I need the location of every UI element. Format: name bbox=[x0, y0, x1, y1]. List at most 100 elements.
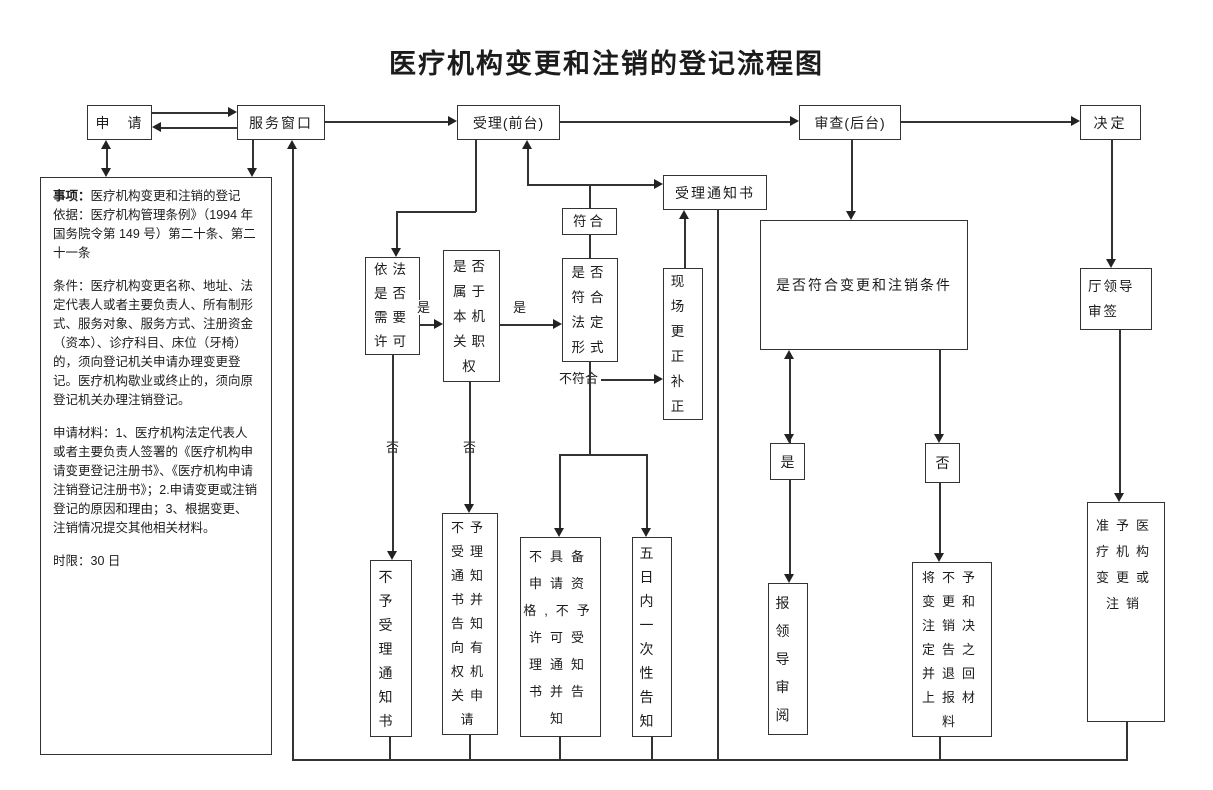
arrowhead bbox=[247, 168, 257, 177]
node-decision: 决定 bbox=[1080, 105, 1141, 140]
node-report-leader: 报领导审阅 bbox=[768, 583, 808, 735]
info-conditions: 条件：医疗机构变更名称、地址、法定代表人或者主要负责人、所有制形式、服务对象、服… bbox=[53, 279, 254, 407]
edge-legalform-down bbox=[589, 362, 591, 455]
node-dept-leader-sign: 厅领导审签 bbox=[1080, 268, 1152, 330]
edge-return-service bbox=[292, 147, 294, 760]
edge-service-info bbox=[252, 140, 254, 170]
edge-needlicense-authority bbox=[420, 324, 436, 326]
arrowhead bbox=[934, 434, 944, 443]
node-approve: 准予医疗机构变更或注销 bbox=[1087, 502, 1165, 722]
info-time-limit: 时限：30 日 bbox=[53, 554, 121, 568]
info-panel: 事项：医疗机构变更和注销的登记 依据：医疗机构管理条例》（1994 年国务院令第… bbox=[40, 177, 272, 755]
edge-to-unqualified bbox=[559, 454, 561, 530]
arrowhead bbox=[228, 107, 237, 117]
node-unqualified: 不具备申请资格,不予许可受理通知书并告知 bbox=[520, 537, 601, 737]
node-authority: 是否属于本机关职权 bbox=[443, 250, 500, 382]
edge-review-conditions bbox=[851, 140, 853, 213]
page-title: 医疗机构变更和注销的登记流程图 bbox=[389, 49, 824, 79]
edge-refer-bottom bbox=[469, 735, 471, 760]
arrowhead bbox=[784, 574, 794, 583]
edge-reject-bottom bbox=[389, 737, 391, 760]
node-accept-notice: 受理通知书 bbox=[663, 175, 767, 210]
edge-conform-notice bbox=[527, 184, 656, 186]
node-legal-form: 是否符合法定形式 bbox=[562, 258, 618, 362]
arrowhead bbox=[522, 140, 532, 149]
node-yes: 是 bbox=[770, 443, 805, 480]
arrowhead bbox=[1114, 493, 1124, 502]
edge-bottom-line bbox=[292, 759, 1128, 761]
edge-sign-approve bbox=[1119, 330, 1121, 495]
edge-review-decision bbox=[901, 121, 1071, 123]
info-materials: 申请材料：1、医疗机构法定代表人或者主要负责人签署的《医疗机构申请变更登记注册书… bbox=[53, 426, 258, 535]
edge-authority-legalform bbox=[500, 324, 553, 326]
edge-decision-sign bbox=[1111, 140, 1113, 261]
edge-apply-service bbox=[152, 112, 230, 114]
edge-yes-report bbox=[789, 480, 791, 576]
node-meet-conditions: 是否符合变更和注销条件 bbox=[760, 220, 968, 350]
arrowhead bbox=[287, 140, 297, 149]
edge-onsite-notice bbox=[684, 219, 686, 268]
arrowhead bbox=[784, 350, 794, 359]
label-yes-2: 是 bbox=[511, 300, 529, 315]
arrowhead bbox=[679, 210, 689, 219]
arrowhead bbox=[101, 140, 111, 149]
node-reject-notice-refer: 不予受理通知书并告知向有权机关申请 bbox=[442, 513, 498, 735]
node-notify-refusal: 将不予变更和注销决定告之并退回上报材料 bbox=[912, 562, 992, 737]
edge-service-accept bbox=[325, 121, 448, 123]
edge-conform-accept bbox=[527, 147, 529, 185]
arrowhead bbox=[387, 551, 397, 560]
edge-apply-info bbox=[106, 147, 108, 171]
label-not-conform: 不符合 bbox=[557, 371, 601, 386]
node-need-license: 依法是否需要许可 bbox=[365, 257, 420, 355]
edge-conditions-yes bbox=[789, 353, 791, 443]
edge-service-apply bbox=[159, 127, 237, 129]
edge-no-refusal bbox=[939, 483, 941, 555]
node-accept-front: 受理(前台) bbox=[457, 105, 560, 140]
edge-unqualified-bottom bbox=[559, 737, 561, 760]
arrowhead bbox=[846, 211, 856, 220]
arrowhead bbox=[553, 319, 562, 329]
edge-accept-needlicense bbox=[396, 211, 398, 250]
edge-approve-bottom bbox=[1126, 722, 1128, 760]
arrowhead bbox=[152, 122, 161, 132]
arrowhead bbox=[448, 116, 457, 126]
arrowhead bbox=[464, 504, 474, 513]
arrowhead bbox=[1106, 259, 1116, 268]
edge-refusal-bottom bbox=[939, 737, 941, 760]
arrowhead bbox=[1071, 116, 1080, 126]
edge-to-onetime bbox=[646, 454, 648, 530]
arrowhead bbox=[101, 168, 111, 177]
edge-split bbox=[559, 454, 648, 456]
node-onsite-fix: 现场更正补正 bbox=[663, 268, 703, 420]
edge-conform-up bbox=[589, 185, 591, 208]
node-no: 否 bbox=[925, 443, 960, 483]
edge-authority-refer bbox=[469, 382, 471, 506]
arrowhead bbox=[934, 553, 944, 562]
node-onetime-inform: 五日内一次性告知 bbox=[632, 537, 672, 737]
node-reject-notice: 不予受理通知书 bbox=[370, 560, 412, 737]
arrowhead bbox=[654, 374, 663, 384]
info-basis: 依据：医疗机构管理条例》（1994 年国务院令第 149 号）第二十条、第二十一… bbox=[53, 208, 256, 260]
arrowhead bbox=[784, 434, 794, 443]
info-item: 事项：医疗机构变更和注销的登记 bbox=[53, 189, 241, 203]
arrowhead bbox=[554, 528, 564, 537]
node-service-window: 服务窗口 bbox=[237, 105, 325, 140]
arrowhead bbox=[790, 116, 799, 126]
arrowhead bbox=[654, 179, 663, 189]
edge-conditions-no bbox=[939, 350, 941, 438]
node-review-back: 审查(后台) bbox=[799, 105, 901, 140]
arrowhead bbox=[434, 319, 443, 329]
edge-accept-needlicense bbox=[475, 140, 477, 212]
node-conform: 符合 bbox=[562, 208, 617, 235]
edge-needlicense-reject bbox=[392, 355, 394, 553]
edge-accept-needlicense bbox=[396, 211, 476, 213]
arrowhead bbox=[641, 528, 651, 537]
label-yes-1: 是 bbox=[415, 300, 433, 315]
edge-conform-legalform bbox=[589, 235, 591, 258]
edge-accept-review bbox=[560, 121, 790, 123]
arrowhead bbox=[391, 248, 401, 257]
node-apply: 申 请 bbox=[87, 105, 152, 140]
edge-notice-bottom bbox=[717, 210, 719, 760]
edge-notconform-onsite bbox=[601, 379, 654, 381]
